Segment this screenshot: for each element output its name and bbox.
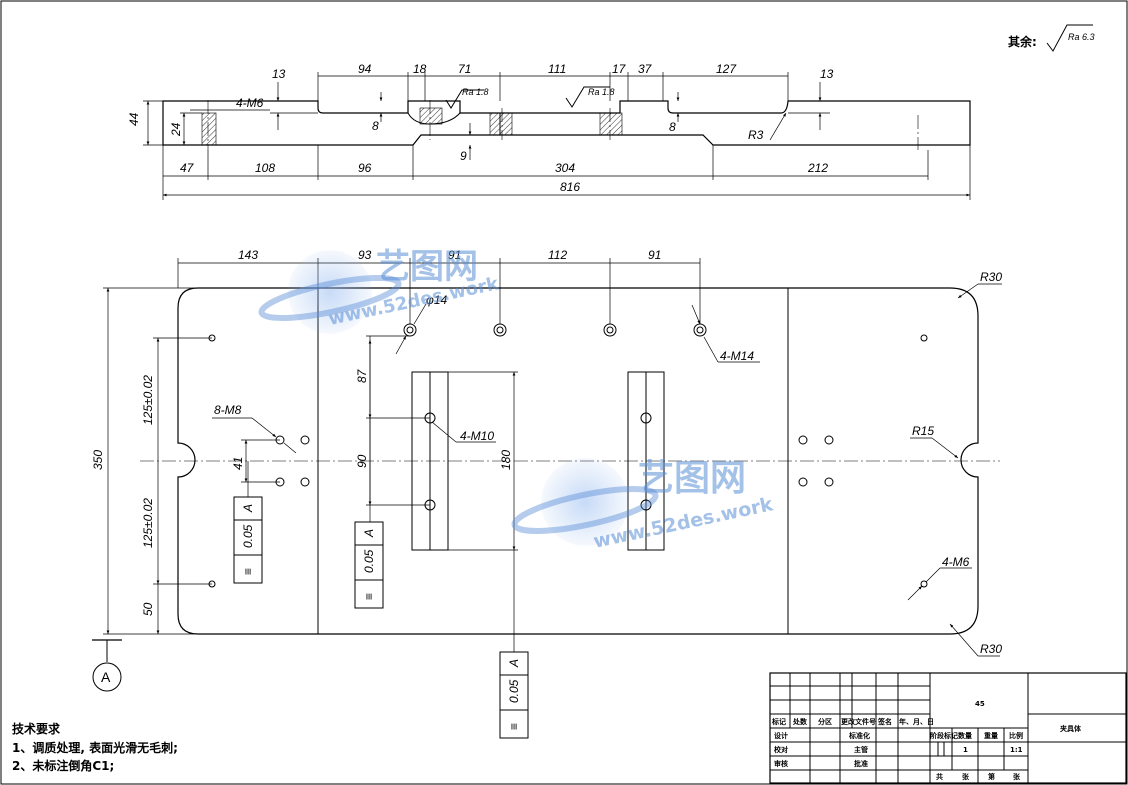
svg-text:45: 45 bbox=[975, 700, 985, 708]
svg-text:9: 9 bbox=[460, 149, 467, 163]
svg-text:13: 13 bbox=[272, 67, 286, 81]
svg-text:R15: R15 bbox=[912, 424, 934, 438]
svg-text:24: 24 bbox=[169, 122, 183, 137]
svg-text:1: 1 bbox=[963, 746, 968, 754]
svg-text:4-M6: 4-M6 bbox=[236, 96, 264, 110]
svg-text:A: A bbox=[101, 669, 111, 685]
svg-text:处数: 处数 bbox=[792, 717, 808, 726]
svg-text:共: 共 bbox=[936, 772, 943, 781]
svg-text:≡: ≡ bbox=[241, 568, 255, 575]
svg-text:Ra 1.8: Ra 1.8 bbox=[588, 87, 615, 97]
svg-text:87: 87 bbox=[355, 368, 369, 383]
svg-text:4-M6: 4-M6 bbox=[942, 555, 970, 569]
svg-text:重量: 重量 bbox=[984, 731, 998, 740]
svg-text:91: 91 bbox=[648, 248, 661, 262]
svg-text:夹具体: 夹具体 bbox=[1060, 724, 1082, 733]
svg-text:1、调质处理, 表面光滑无毛刺;: 1、调质处理, 表面光滑无毛刺; bbox=[12, 740, 178, 755]
svg-text:8: 8 bbox=[669, 120, 676, 134]
watermark-2: 艺图网 www.52des.work bbox=[511, 458, 775, 553]
svg-text:分区: 分区 bbox=[818, 717, 832, 726]
svg-text:93: 93 bbox=[358, 248, 372, 262]
svg-text:设计: 设计 bbox=[774, 731, 788, 740]
svg-text:8: 8 bbox=[372, 119, 379, 133]
svg-text:标记: 标记 bbox=[771, 717, 786, 726]
svg-text:4-M14: 4-M14 bbox=[720, 349, 754, 363]
fcf-1: A 0.05 ≡ bbox=[233, 461, 263, 584]
svg-text:艺图网: 艺图网 bbox=[638, 458, 746, 499]
svg-text:A: A bbox=[507, 659, 521, 668]
svg-text:张: 张 bbox=[1013, 772, 1021, 781]
svg-text:816: 816 bbox=[560, 180, 580, 194]
fcf-2: A 0.05 ≡ bbox=[354, 505, 384, 609]
svg-text:1:1: 1:1 bbox=[1010, 746, 1023, 754]
svg-text:18: 18 bbox=[413, 62, 427, 76]
svg-text:108: 108 bbox=[255, 161, 275, 175]
svg-text:比例: 比例 bbox=[1009, 731, 1023, 740]
svg-text:年、月、日: 年、月、日 bbox=[899, 717, 934, 726]
svg-text:0.05: 0.05 bbox=[507, 679, 521, 703]
svg-text:212: 212 bbox=[807, 161, 828, 175]
svg-text:2、未标注倒角C1;: 2、未标注倒角C1; bbox=[12, 758, 114, 773]
svg-text:91: 91 bbox=[448, 248, 461, 262]
svg-text:71: 71 bbox=[458, 62, 471, 76]
svg-text:44: 44 bbox=[127, 112, 141, 126]
svg-text:其余:: 其余: bbox=[1008, 34, 1037, 49]
front-section-view: 13 94 18 71 111 17 37 127 13 44 24 4-M6 … bbox=[127, 62, 971, 200]
svg-text:47: 47 bbox=[180, 161, 195, 175]
datum-a: A bbox=[92, 639, 122, 692]
svg-text:94: 94 bbox=[358, 62, 372, 76]
svg-text:标准化: 标准化 bbox=[848, 731, 870, 740]
svg-text:更改文件号: 更改文件号 bbox=[841, 717, 876, 726]
svg-text:17: 17 bbox=[612, 62, 627, 76]
svg-text:13: 13 bbox=[820, 67, 834, 81]
svg-text:审核: 审核 bbox=[774, 759, 788, 768]
svg-text:143: 143 bbox=[238, 248, 258, 262]
svg-text:≡: ≡ bbox=[362, 593, 376, 600]
svg-text:112: 112 bbox=[548, 248, 567, 262]
svg-text:R30: R30 bbox=[980, 642, 1002, 656]
svg-text:180: 180 bbox=[499, 450, 513, 470]
svg-text:0.05: 0.05 bbox=[241, 524, 255, 548]
svg-text:≡: ≡ bbox=[507, 723, 521, 730]
svg-text:张: 张 bbox=[962, 772, 970, 781]
svg-text:校对: 校对 bbox=[774, 745, 788, 754]
svg-text:阶段标记: 阶段标记 bbox=[930, 731, 958, 740]
svg-text:8-M8: 8-M8 bbox=[214, 403, 242, 417]
svg-text:4-M10: 4-M10 bbox=[460, 429, 494, 443]
svg-text:0.05: 0.05 bbox=[362, 549, 376, 573]
svg-text:125±0.02: 125±0.02 bbox=[141, 498, 155, 548]
title-block: 45 夹具体 标记 处数 分区 更改文件号 签名 年、月、日 设计 校对 审核 … bbox=[769, 672, 1127, 784]
watermark-1: 艺图网 www.52des.work bbox=[258, 247, 501, 334]
svg-text:签名: 签名 bbox=[877, 717, 892, 726]
technical-requirements: 技术要求 1、调质处理, 表面光滑无毛刺; 2、未标注倒角C1; bbox=[12, 721, 178, 773]
svg-text:艺图网: 艺图网 bbox=[376, 247, 478, 287]
svg-text:R30: R30 bbox=[980, 270, 1002, 284]
svg-text:125±0.02: 125±0.02 bbox=[141, 375, 155, 425]
svg-text:Ra 1.8: Ra 1.8 bbox=[462, 87, 489, 97]
svg-text:111: 111 bbox=[548, 62, 566, 76]
svg-text:304: 304 bbox=[555, 161, 575, 175]
svg-text:技术要求: 技术要求 bbox=[12, 721, 61, 736]
svg-text:90: 90 bbox=[355, 454, 369, 468]
svg-text:数量: 数量 bbox=[958, 731, 972, 740]
svg-text:φ14: φ14 bbox=[426, 293, 448, 307]
svg-text:A: A bbox=[362, 529, 376, 538]
svg-text:R3: R3 bbox=[748, 128, 764, 142]
plan-view: 143 93 91 112 91 350 125±0.02 125±0.02 5… bbox=[91, 248, 1002, 739]
svg-text:41: 41 bbox=[231, 457, 245, 470]
surface-roughness-note: 其余: Ra 6.3 bbox=[1008, 24, 1095, 52]
svg-text:第: 第 bbox=[988, 772, 995, 781]
svg-text:A: A bbox=[241, 504, 255, 513]
fcf-3: A 0.05 ≡ bbox=[499, 550, 529, 739]
svg-text:批准: 批准 bbox=[854, 759, 868, 768]
svg-text:主管: 主管 bbox=[854, 745, 868, 754]
svg-text:37: 37 bbox=[638, 62, 653, 76]
svg-text:Ra 6.3: Ra 6.3 bbox=[1068, 32, 1095, 42]
svg-text:350: 350 bbox=[91, 450, 105, 470]
svg-text:127: 127 bbox=[716, 62, 737, 76]
svg-text:50: 50 bbox=[141, 602, 155, 616]
svg-text:96: 96 bbox=[358, 161, 372, 175]
